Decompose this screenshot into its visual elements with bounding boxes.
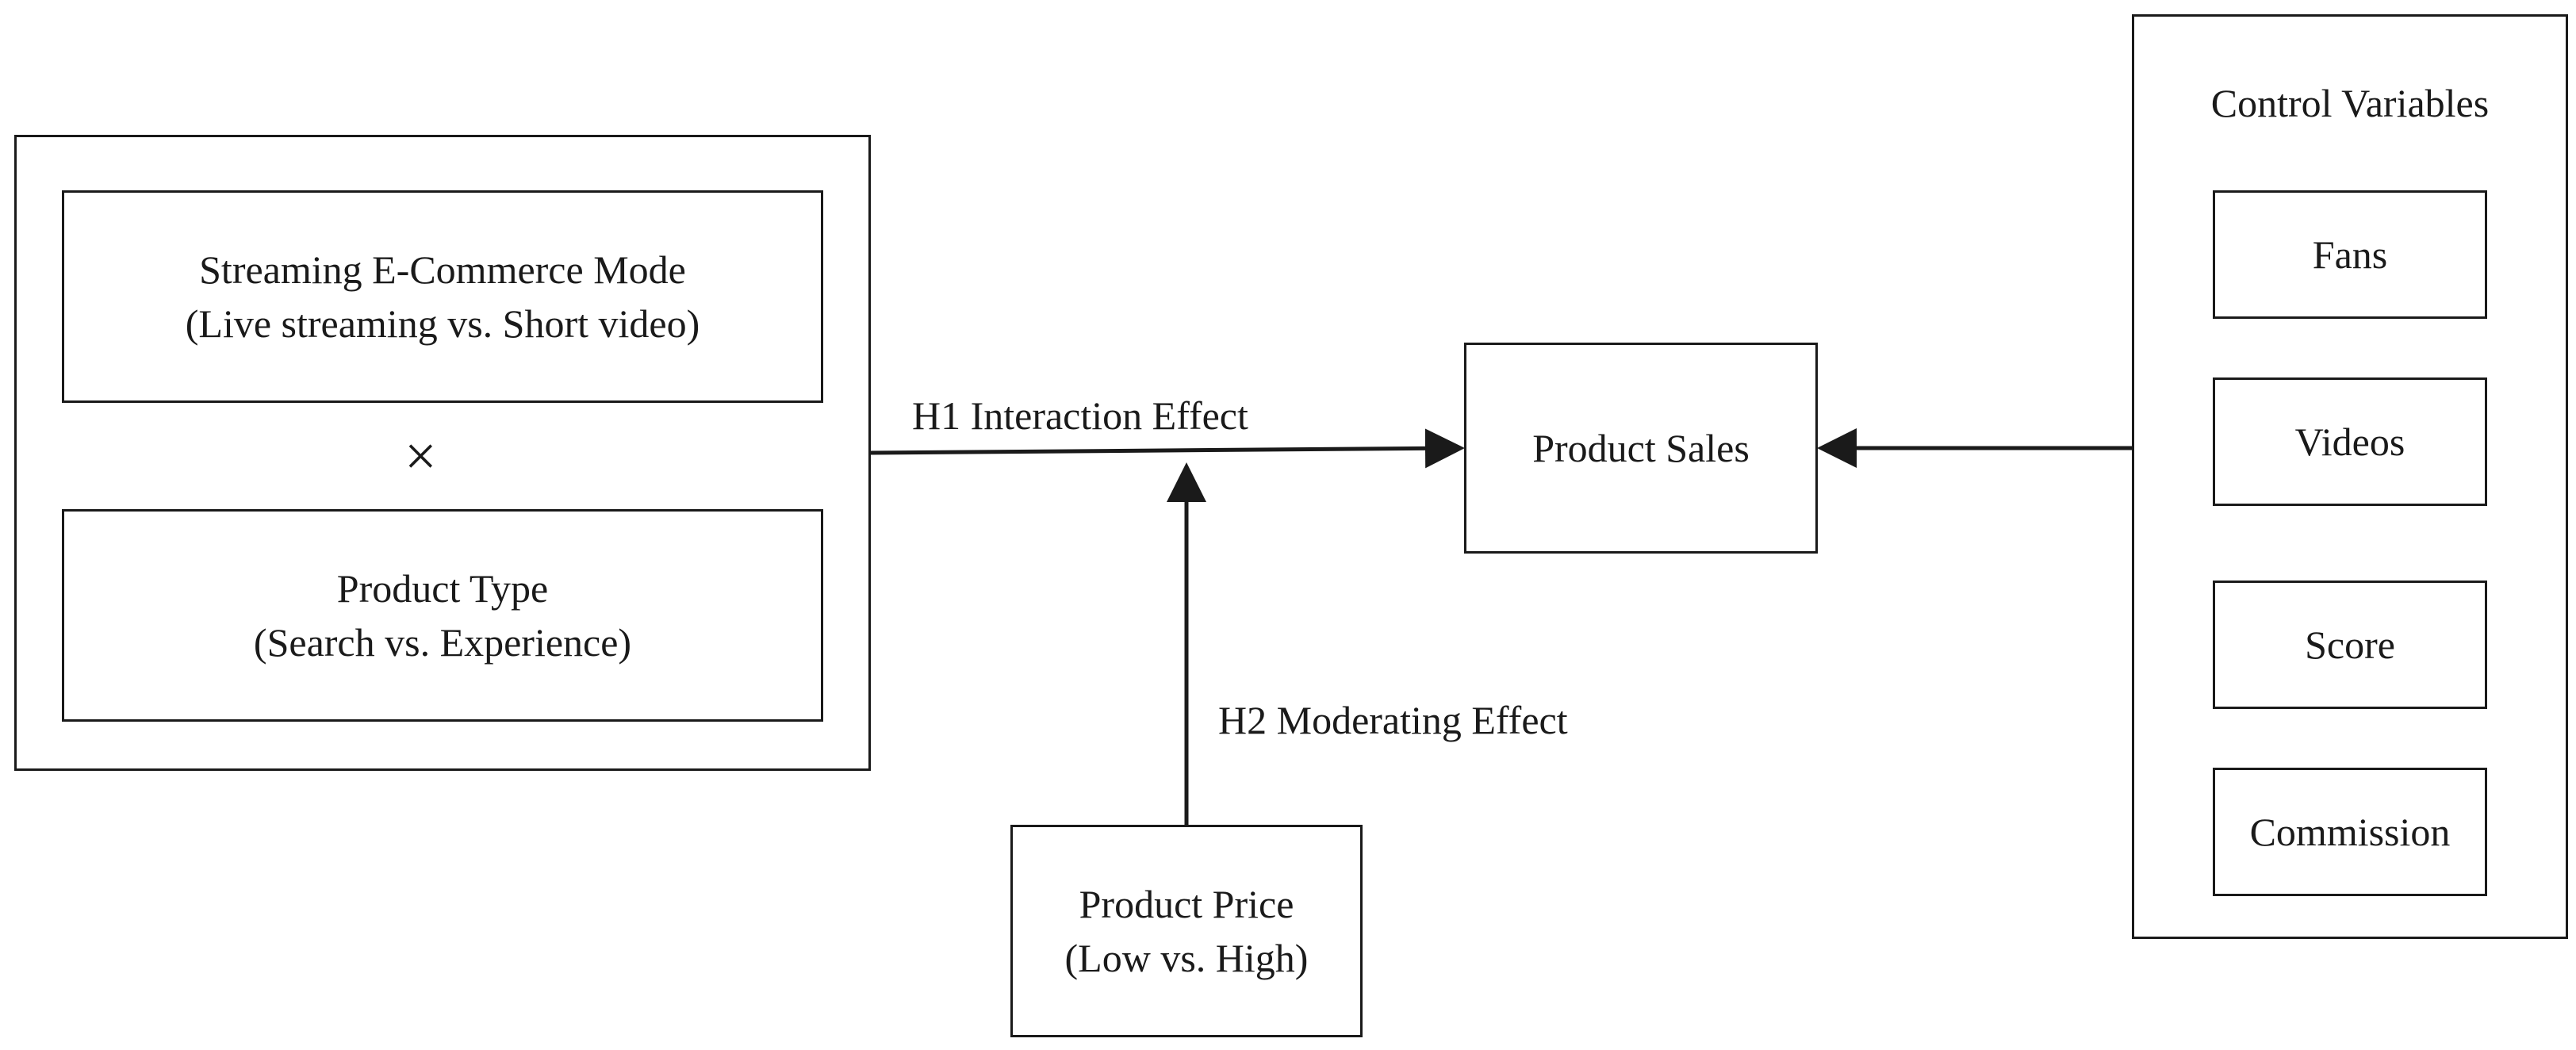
h1-arrow — [869, 428, 1465, 469]
control-item-label: Score — [2305, 623, 2395, 667]
h2-label: H2 Moderating Effect — [1218, 698, 1568, 742]
streaming-mode-subtitle: (Live streaming vs. Short video) — [185, 301, 700, 346]
control-item-videos: Videos — [2213, 377, 2487, 506]
control-item-label: Commission — [2249, 810, 2451, 854]
control-item-score: Score — [2213, 581, 2487, 709]
control-item-fans: Fans — [2213, 190, 2487, 319]
control-item-label: Videos — [2294, 420, 2405, 464]
interaction-times-symbol: × — [404, 424, 437, 488]
control-variables-title: Control Variables — [2210, 81, 2490, 125]
streaming-mode-title: Streaming E-Commerce Mode — [199, 247, 686, 292]
product-sales-label: Product Sales — [1532, 426, 1750, 470]
product-sales-box: Product Sales — [1464, 343, 1818, 554]
control-item-commission: Commission — [2213, 768, 2487, 896]
product-price-title: Product Price — [1079, 882, 1294, 926]
control-item-label: Fans — [2312, 232, 2388, 277]
product-price-subtitle: (Low vs. High) — [1064, 936, 1309, 980]
product-type-title: Product Type — [336, 566, 549, 611]
product-type-subtitle: (Search vs. Experience) — [253, 620, 632, 665]
product-type-box: Product Type (Search vs. Experience) — [62, 509, 823, 722]
product-price-box: Product Price (Low vs. High) — [1010, 825, 1363, 1037]
h1-label: H1 Interaction Effect — [912, 393, 1248, 438]
streaming-mode-box: Streaming E-Commerce Mode (Live streamin… — [62, 190, 823, 403]
